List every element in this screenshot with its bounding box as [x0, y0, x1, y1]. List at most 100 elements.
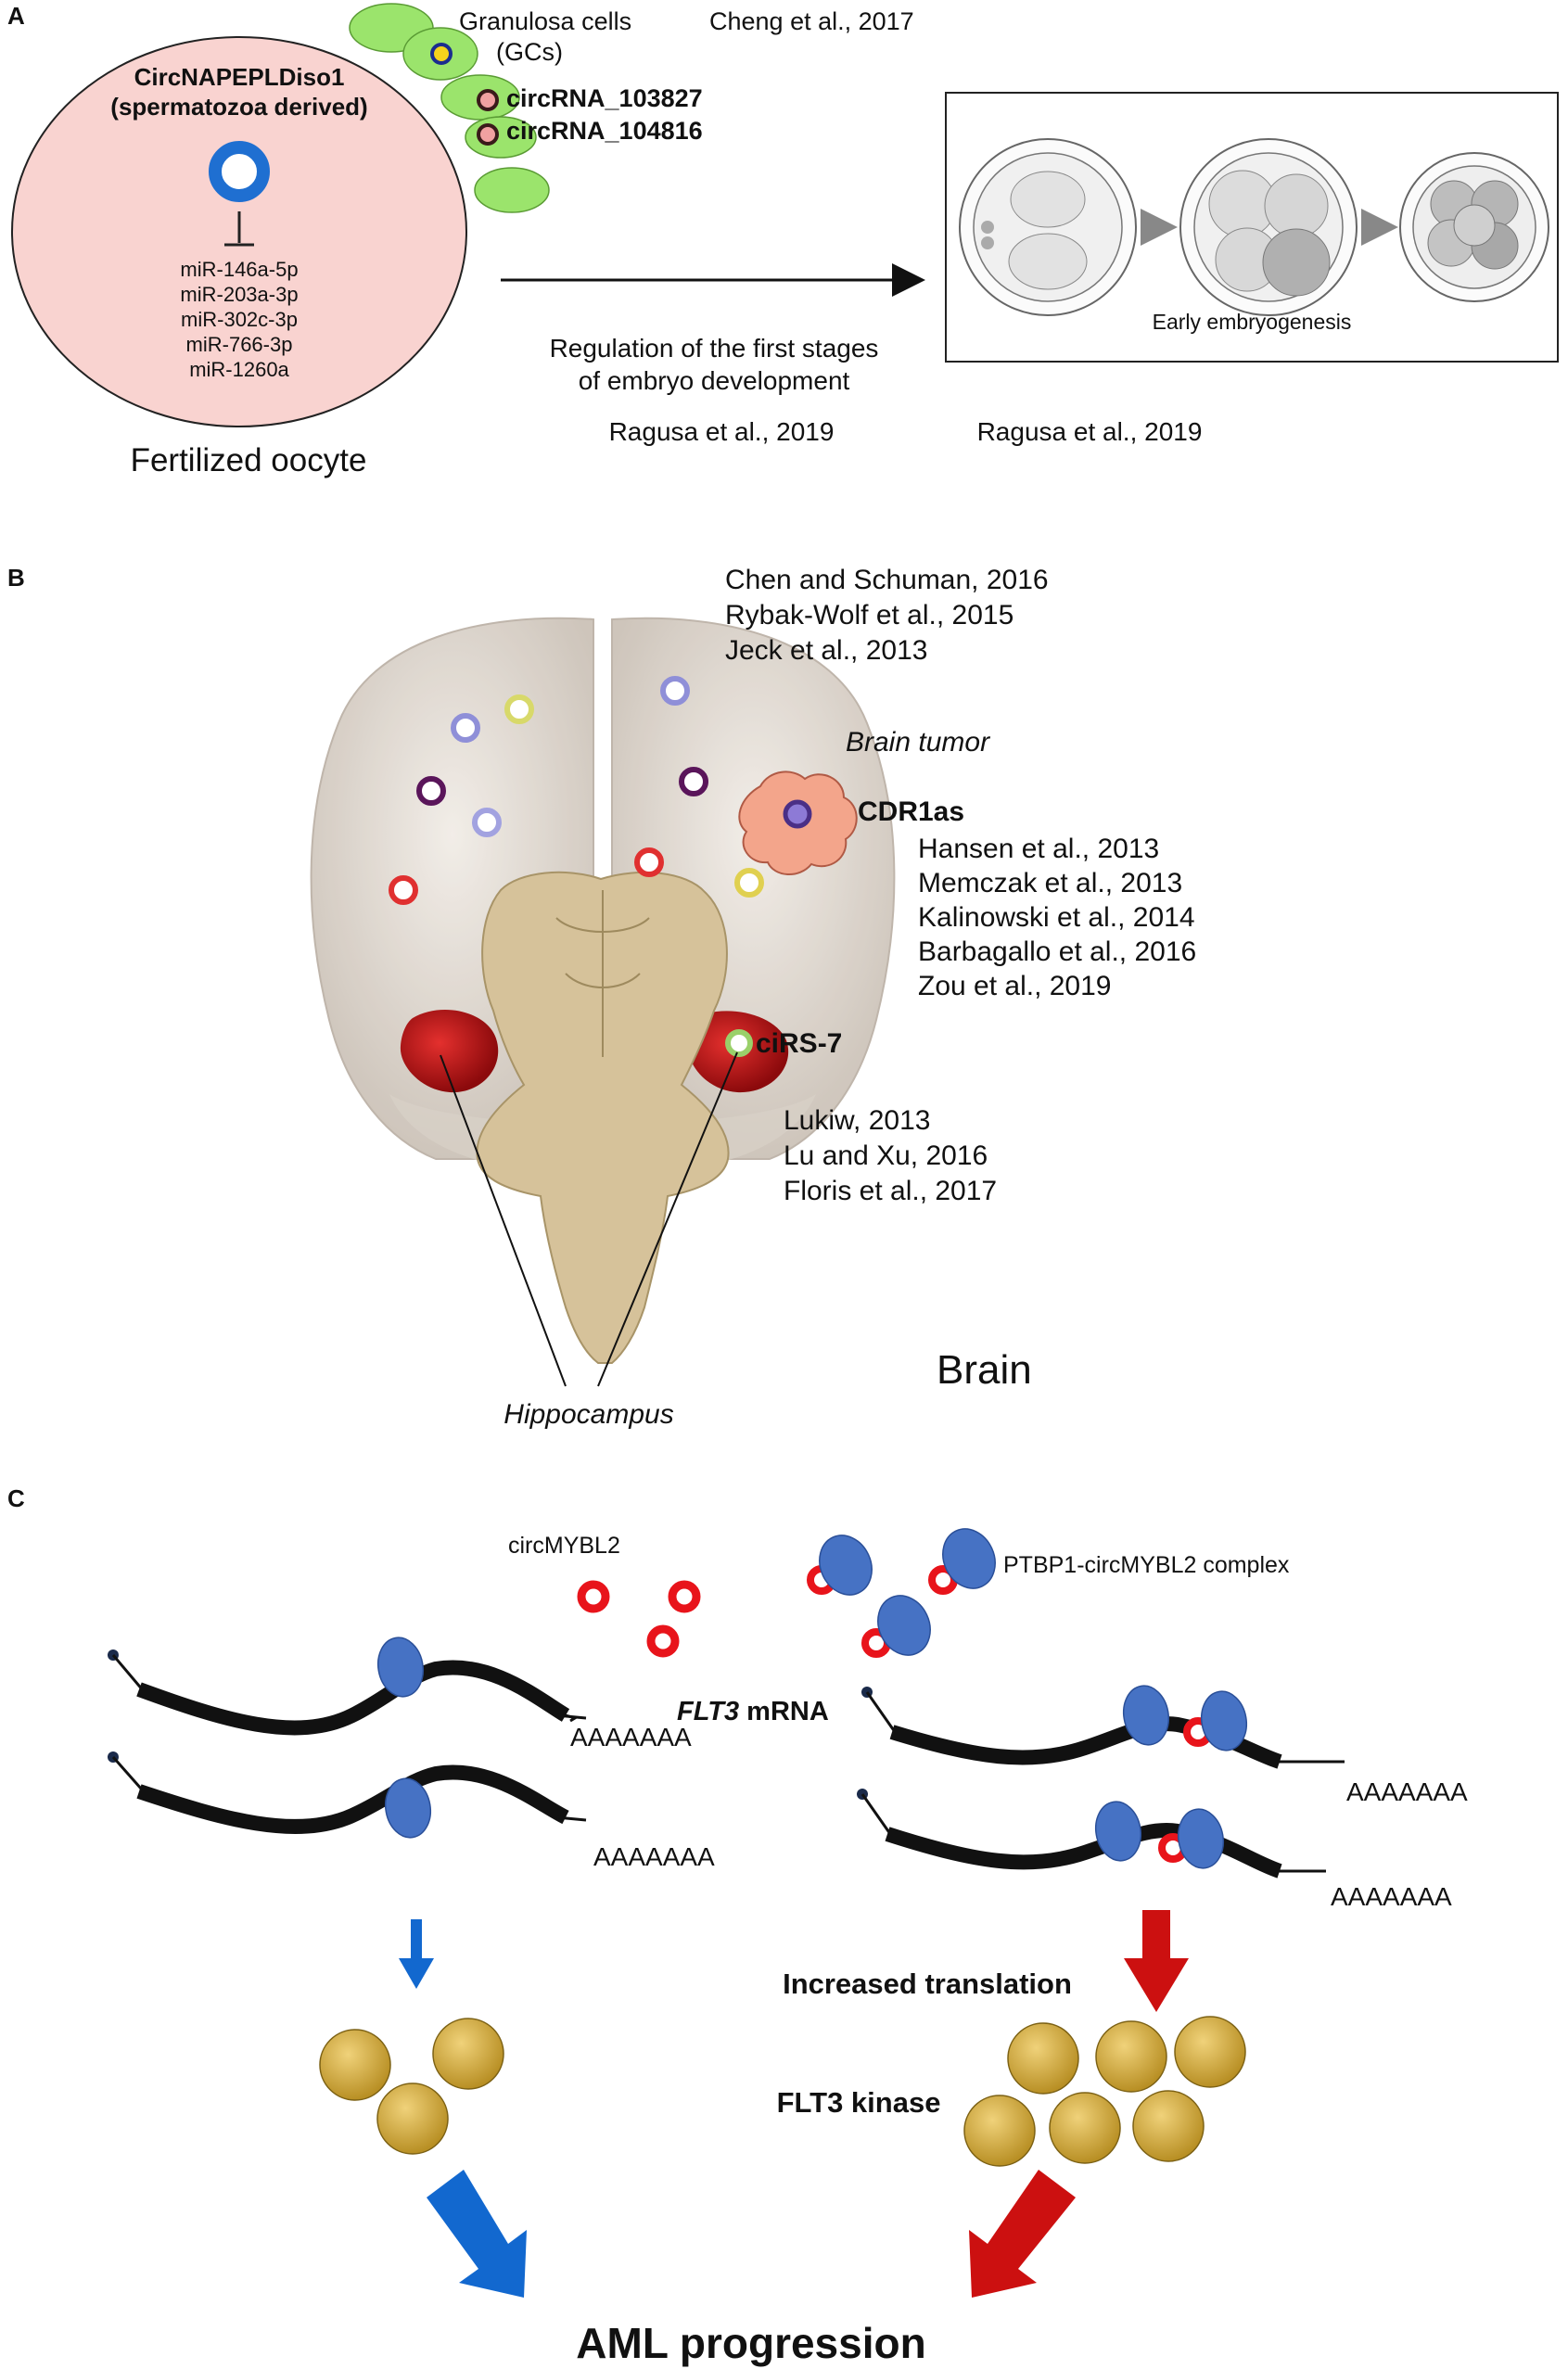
oocyte-label: Fertilized oocyte [131, 442, 367, 478]
flt3-kinase-icon [319, 2029, 391, 2101]
free-circmybl2 [577, 1580, 701, 1658]
ribosome-protein-icon [384, 1777, 432, 1839]
cirs7-label: ciRS-7 [756, 1028, 842, 1059]
flt3-kinase-icon [1132, 2090, 1205, 2162]
cdr1as-label: CDR1as [858, 796, 964, 827]
regulation-citation: Ragusa et al., 2019 [609, 417, 835, 446]
hippocampus-pointer-right [597, 1051, 738, 1387]
mirna-item: miR-766-3p [186, 333, 293, 356]
ptbp1-protein-icon [942, 1528, 996, 1589]
ptbp1-complex-label: PTBP1-circMYBL2 complex [1003, 1552, 1290, 1578]
granulosa-cells [349, 3, 550, 213]
flt3-kinase-icon [963, 2095, 1036, 2167]
brain-label: Brain [937, 1347, 1032, 1393]
ptbp1-protein-icon [877, 1595, 931, 1656]
polya-tail: AAAAAAA [593, 1842, 715, 1871]
circrna-103827-label: circRNA_103827 [506, 84, 703, 112]
ptbp1-protein-icon [1200, 1690, 1248, 1751]
mirna-item: miR-1260a [189, 358, 289, 381]
citation-jeck: Jeck et al., 2013 [725, 635, 927, 666]
flt3-kinase-icon [1174, 2016, 1246, 2088]
left-aml-arrow [427, 2170, 527, 2298]
cirs7-citation: Floris et al., 2017 [784, 1176, 997, 1206]
polya-tail: AAAAAAA [570, 1723, 692, 1751]
regulation-label-line1: Regulation of the first stages [550, 334, 879, 363]
panel-b: B [7, 564, 1196, 1430]
circrna-marker-icon [451, 713, 480, 743]
right-aml-arrow [969, 2170, 1076, 2298]
embryo-citation: Ragusa et al., 2019 [977, 417, 1203, 446]
right-kinase-cluster [963, 2016, 1246, 2167]
panel-a: A Granulosa cells (GCs) Cheng et al., 20… [7, 2, 1559, 478]
circrna-104816-label: circRNA_104816 [506, 117, 703, 145]
aml-progression-label: AML progression [576, 2319, 925, 2367]
embryo-caption: Early embryogenesis [1153, 310, 1352, 334]
mrna-strand: AAAAAAA [108, 1751, 715, 1871]
cdr1as-citation: Hansen et al., 2013 [918, 834, 1159, 864]
polya-tail: AAAAAAA [1346, 1777, 1468, 1806]
circrna-103827-marker-icon [477, 89, 499, 111]
flt3-kinase-icon [1049, 2092, 1121, 2164]
hippocampus-pointer-left [440, 1054, 567, 1387]
circrna-marker-icon [504, 694, 534, 724]
mrna-strand: AAAAAAA [861, 1685, 1468, 1806]
flt3-mrna-label-rest: mRNA [739, 1697, 829, 1726]
mrna-strand: AAAAAAA [108, 1637, 692, 1751]
circrna-marker-icon [389, 875, 418, 905]
panel-c-letter: C [7, 1484, 25, 1512]
gc-citation: Cheng et al., 2017 [709, 7, 914, 35]
ptbp1-protein-icon [1122, 1685, 1170, 1746]
left-down-arrow [399, 1919, 434, 1989]
hippocampus-left [400, 1010, 499, 1093]
polya-tail: AAAAAAA [1331, 1882, 1452, 1911]
cdr1as-citation: Zou et al., 2019 [918, 971, 1111, 1001]
brainstem-detail [555, 890, 650, 1057]
flt3-kinase-label: FLT3 kinase [777, 2086, 941, 2119]
ptbp1-circmybl2-complexes [807, 1528, 996, 1658]
regulation-label-line2: of embryo development [579, 366, 850, 395]
cdr1as-citation: Barbagallo et al., 2016 [918, 936, 1196, 967]
gc-label-line2: (GCs) [496, 38, 563, 66]
circmybl2-ring-icon [668, 1580, 701, 1613]
flt3-kinase-icon [1095, 2020, 1167, 2093]
citation-chen-schuman: Chen and Schuman, 2016 [725, 565, 1049, 595]
ptbp1-protein-icon [1094, 1801, 1142, 1862]
flt3-kinase-icon [376, 2082, 449, 2155]
granulosa-cell [474, 167, 550, 213]
embryo-stage-3 [1399, 152, 1549, 302]
left-mrna-group: AAAAAAA AAAAAAA [108, 1637, 715, 1871]
mrna-strand: AAAAAAA [857, 1789, 1452, 1911]
circrna-marker-icon [634, 847, 664, 877]
brain-tumor-label: Brain tumor [846, 727, 990, 758]
brain-illustration [310, 617, 896, 1364]
panel-b-letter: B [7, 564, 25, 592]
circmybl2-label: circMYBL2 [508, 1533, 620, 1559]
cirs7-citation: Lu and Xu, 2016 [784, 1140, 988, 1171]
circnapepldiso1-subtitle: (spermatozoa derived) [110, 93, 367, 121]
ptbp1-protein-icon [1177, 1808, 1225, 1869]
left-kinase-cluster [319, 2018, 504, 2155]
inhibition-symbol [224, 211, 254, 247]
mirna-item: miR-146a-5p [180, 258, 298, 281]
flt3-mrna-label: FLT3 mRNA [677, 1697, 829, 1726]
circrna-marker-icon [472, 808, 502, 837]
embryo-stage-1 [959, 138, 1137, 316]
cirs7-marker-icon [725, 1029, 753, 1057]
circrna-marker-icon [416, 776, 446, 806]
brainstem [476, 871, 730, 1364]
circmybl2-ring-icon [577, 1580, 610, 1613]
cirs7-citation: Lukiw, 2013 [784, 1105, 930, 1136]
circrna-marker-icon [679, 767, 708, 796]
gc-label-line1: Granulosa cells [459, 7, 631, 35]
circrna-marker-icon [660, 676, 690, 706]
hippocampus-label: Hippocampus [504, 1399, 673, 1430]
circnapepldiso1-ring-icon [209, 141, 270, 202]
ribosome-protein-icon [376, 1637, 425, 1698]
circrna-marker-icon [430, 43, 453, 65]
flt3-kinase-icon [432, 2018, 504, 2090]
circrna-marker-icon [734, 868, 764, 898]
cdr1as-citation: Kalinowski et al., 2014 [918, 902, 1195, 933]
increased-translation-label: Increased translation [783, 1968, 1072, 2000]
panel-c: C circMYBL2 PTBP1-circMYBL2 complex [7, 1484, 1468, 2367]
